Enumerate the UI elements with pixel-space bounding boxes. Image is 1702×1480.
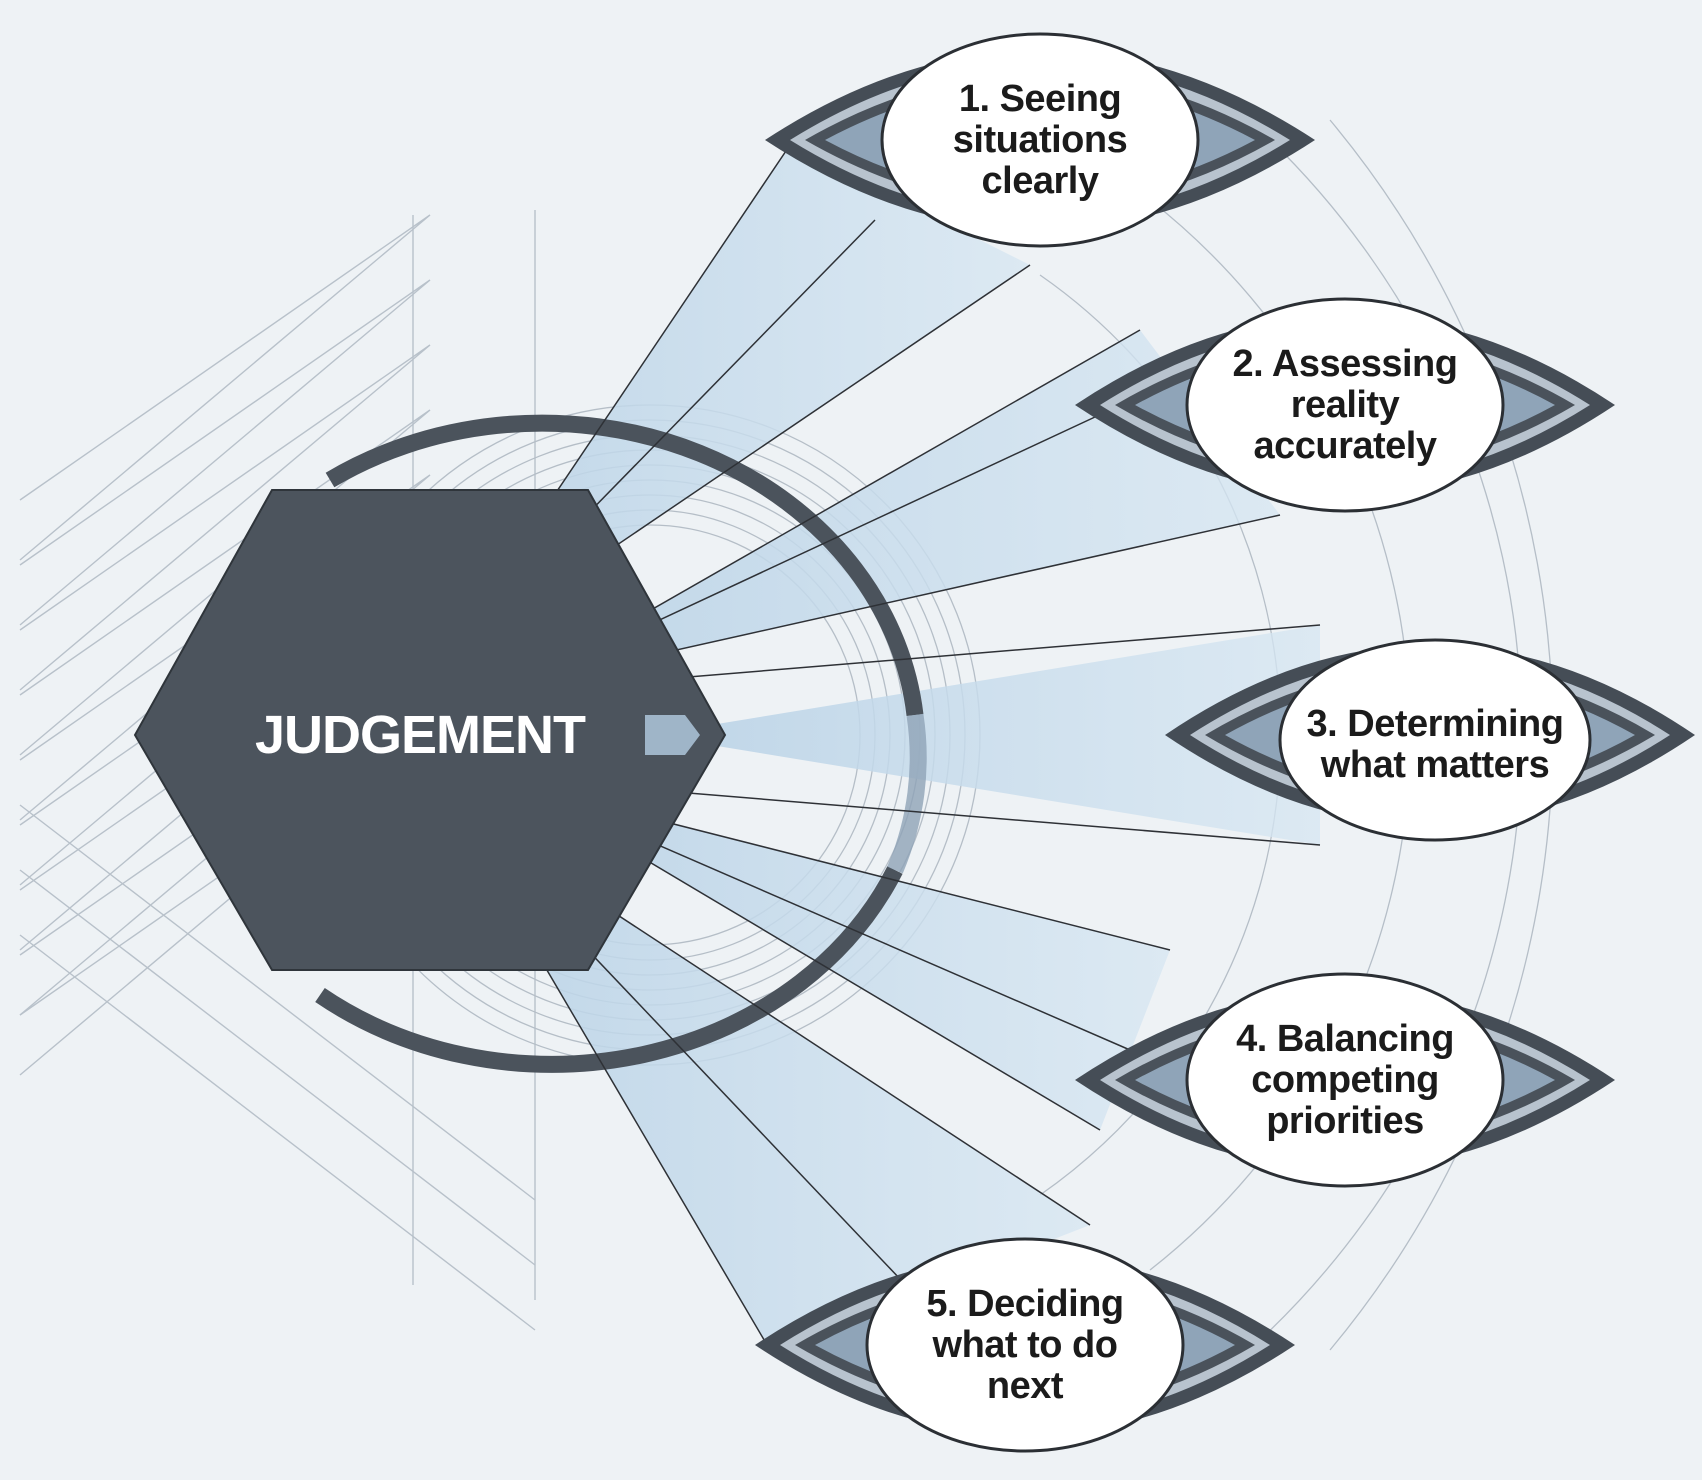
step-label-5: 5. Deciding what to do next [926, 1282, 1124, 1407]
step-label-1: 1. Seeing situations clearly [952, 77, 1128, 202]
step-label-4: 4. Balancing competing priorities [1236, 1017, 1454, 1142]
dark-ring [315, 414, 927, 1073]
eye-step-3 [1165, 638, 1695, 842]
eye-step-4 [1075, 972, 1615, 1188]
hub-label: JUDGEMENT [254, 705, 586, 765]
judgement-hexagon [133, 489, 727, 971]
eye-step-1 [765, 32, 1315, 248]
eye-step-2 [1075, 297, 1615, 513]
step-label-3: 3. Determining what matters [1306, 703, 1564, 786]
hub-emitter [645, 715, 700, 755]
step-label-2: 2. Assessing reality accurately [1232, 342, 1458, 467]
eye-step-5 [755, 1237, 1295, 1453]
